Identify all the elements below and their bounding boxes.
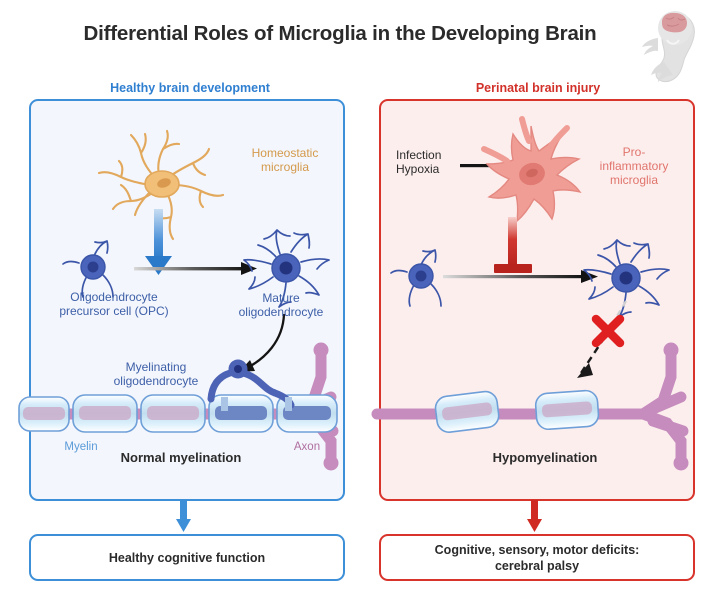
inhibition-tbar: [494, 217, 532, 273]
outcome-arrow-healthy: [176, 500, 191, 532]
myelination-curve-arrow: [239, 313, 286, 372]
label-axon: Axon: [293, 441, 321, 453]
label-normal-myelination: Normal myelination: [120, 450, 242, 465]
red-x-icon: [591, 314, 625, 348]
label-line: precursor cell (OPC): [59, 304, 169, 318]
label-line: Oligodendrocyte: [70, 290, 158, 304]
mature-oligo-nucleus: [619, 271, 633, 285]
fetus-icon: [636, 6, 712, 86]
maturation-arrow-horizontal: [134, 262, 257, 275]
homeostatic-microglia-nucleus: [157, 178, 171, 188]
label-line: Myelinating: [125, 360, 187, 374]
outcome-box-healthy: Healthy cognitive function: [29, 534, 345, 581]
myelin-segment: [434, 390, 500, 433]
brain-icon: [662, 12, 687, 33]
myelin-segment: [140, 394, 206, 433]
label-line: Mature: [262, 291, 300, 305]
outcome-text: Healthy cognitive function: [108, 550, 266, 565]
neuron-terminal: [673, 455, 689, 471]
homeostatic-microglia-cell: [97, 129, 225, 241]
axon-and-neuron: [371, 347, 689, 467]
opc-nucleus: [415, 270, 427, 282]
label-line: microglia: [609, 173, 658, 187]
myelin-segments: [18, 394, 338, 433]
neuron-terminal: [663, 342, 679, 358]
mature-oligodendrocyte-cell: [583, 239, 670, 318]
myelin-segment: [18, 396, 70, 432]
label-mature-oligodendrocyte: Mature oligodendrocyte: [228, 291, 334, 319]
label-line: Homeostatic: [251, 146, 319, 160]
mature-oligo-nucleus: [279, 261, 293, 275]
label-hypomyelination: Hypomyelination: [492, 450, 598, 465]
label-line: Hypoxia: [396, 162, 440, 176]
panel-perinatal-brain-injury: [371, 99, 695, 501]
outcome-line: cerebral palsy: [494, 558, 580, 573]
differentiation-arrow-vertical: [145, 209, 172, 275]
myelin-segment: [72, 394, 138, 433]
neuron-terminal: [313, 342, 329, 358]
page-title: Differential Roles of Microglia in the D…: [83, 22, 597, 45]
outcome-box-injury: Cognitive, sensory, motor deficits: cere…: [379, 534, 695, 581]
label-line: Infection: [396, 148, 442, 162]
label-stimulus: Infection Hypoxia: [396, 148, 476, 176]
label-line: oligodendrocyte: [113, 374, 199, 388]
myelinating-oligo-nucleus: [234, 365, 242, 373]
outcome-line: Cognitive, sensory, motor deficits:: [434, 542, 640, 557]
opc-cell: [390, 249, 442, 307]
panel-healthy-brain-development: [18, 99, 345, 501]
label-line: Pro-: [622, 145, 646, 159]
label-homeostatic-microglia: Homeostatic microglia: [237, 146, 333, 174]
outcome-text-block: Cognitive, sensory, motor deficits: cere…: [435, 542, 640, 574]
opc-cell: [62, 240, 114, 298]
label-myelinating-oligodendrocyte: Myelinating oligodendrocyte: [96, 360, 216, 388]
myelinating-oligodendrocyte: [207, 359, 295, 411]
panel-header-healthy: Healthy brain development: [110, 81, 270, 95]
label-line: inflammatory: [599, 159, 669, 173]
label-line: oligodendrocyte: [238, 305, 324, 319]
neuron-terminal: [323, 455, 339, 471]
outcome-arrow-injury: [527, 500, 542, 532]
label-line: microglia: [260, 160, 309, 174]
mature-oligodendrocyte-cell: [243, 229, 330, 308]
label-opc: Oligodendrocyte precursor cell (OPC): [51, 290, 177, 318]
myelin-segments-sparse: [434, 389, 600, 433]
myelin-segment: [534, 389, 600, 431]
blocked-myelination-arrow: [577, 300, 627, 378]
opc-nucleus: [87, 261, 99, 273]
proinflammatory-microglia-cell: [481, 116, 582, 223]
panel-header-injury: Perinatal brain injury: [475, 81, 601, 95]
label-myelin: Myelin: [64, 441, 98, 453]
amoeboid-nucleus: [526, 168, 538, 178]
label-proinflammatory-microglia: Pro- inflammatory microglia: [586, 145, 682, 187]
myelin-segment-myelinated: [208, 394, 274, 433]
